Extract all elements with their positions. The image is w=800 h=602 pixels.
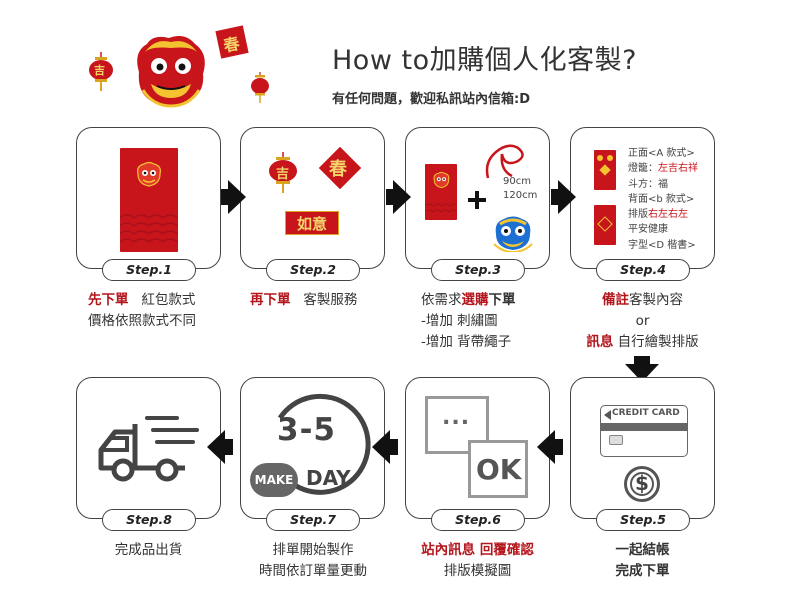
step7-line1: 排單開始製作	[272, 542, 354, 558]
spec-envelope-back	[594, 205, 616, 245]
envelope-back-icon	[597, 216, 613, 232]
embroidery-lion-icon	[493, 216, 533, 252]
envelope-lion-icon	[424, 171, 458, 213]
spec-lantern: 燈籠：左吉右祥	[628, 163, 698, 175]
tag-ruyi: 如意	[285, 211, 339, 235]
spec-text: 平安健康	[628, 224, 668, 236]
step1-line2: 價格依照款式不同	[88, 313, 196, 329]
step1-desc: 先下單 紅包款式 價格依照款式不同	[88, 290, 196, 332]
spec-envelope-front	[594, 150, 616, 190]
spring-char: 春	[221, 33, 242, 56]
envelope-front-icon	[597, 155, 613, 176]
card-chevron-icon	[604, 410, 611, 420]
step3-pill: Step.3	[431, 259, 525, 281]
step8-line1: 完成品出貨	[114, 542, 183, 558]
spec-back: 背面<b 款式>	[628, 193, 695, 205]
clock-circle-icon	[277, 393, 371, 495]
step1-text1: 紅包款式	[141, 292, 196, 308]
arrow-left-icon	[537, 430, 555, 464]
arrow-right-icon	[558, 180, 576, 214]
lion-head-icon	[137, 36, 205, 108]
tag-lantern-char: 吉	[276, 167, 290, 182]
rope-icon	[485, 144, 524, 179]
card-chip	[609, 435, 623, 445]
tag-spring-char: 春	[329, 159, 347, 180]
spec-layout: 排版右左右左	[628, 209, 688, 221]
decor-lantern-right	[250, 72, 270, 108]
step3-desc: 依需求選購下單 -增加 刺繡圖 -增加 背帶繩子	[421, 290, 516, 353]
step1-pill: Step.1	[102, 259, 196, 281]
page-subtitle: 有任何問題，歡迎私訊站內信箱:D	[332, 92, 530, 107]
rope-length-1: 90cm	[503, 176, 531, 187]
dollar-coin: $	[624, 466, 660, 502]
step2-red: 再下單	[250, 292, 291, 308]
lantern-icon	[89, 52, 113, 91]
step2-desc: 再下單 客製服務	[250, 290, 357, 311]
arrow-left-icon	[207, 430, 225, 464]
step7-line2: 時間依訂單量更動	[259, 563, 367, 579]
step6-line1: 站內訊息 回覆確認	[421, 542, 534, 558]
plus-icon	[468, 191, 486, 209]
step1-red: 先下單	[88, 292, 129, 308]
arrow-4-5-stem	[634, 356, 650, 365]
red-envelope	[119, 148, 179, 252]
page-title: How to加購個人化客製?	[332, 45, 637, 76]
tag-lantern: 吉	[268, 152, 298, 198]
arrow-right-icon	[228, 180, 246, 214]
make-badge: MAKE	[250, 463, 298, 497]
arrow-5-6-stem	[555, 439, 563, 455]
lantern-small-icon	[251, 72, 269, 103]
arrow-right-icon	[393, 180, 411, 214]
lantern-icon	[269, 152, 297, 193]
step6-desc: 站內訊息 回覆確認 排版模擬圖	[395, 540, 560, 582]
decor-lantern-left: 吉	[88, 52, 114, 96]
step5-line1: 一起結帳	[615, 542, 670, 558]
step5-desc: 一起結帳 完成下單	[570, 540, 715, 582]
step5-line2: 完成下單	[615, 563, 670, 579]
envelope-pattern-icon	[119, 161, 179, 243]
decor-lion-head	[133, 32, 209, 112]
step5-pill: Step.5	[596, 509, 690, 531]
spec-front: 正面<A 款式>	[628, 148, 695, 159]
chat-bubble-ok: OK	[468, 440, 528, 498]
spec-doufang: 斗方：福	[628, 178, 668, 190]
arrow-left-icon	[372, 430, 390, 464]
truck-icon	[98, 416, 199, 482]
red-envelope-small	[424, 164, 458, 220]
dollar-sign: $	[635, 471, 649, 495]
step2-pill: Step.2	[266, 259, 360, 281]
decor-spring-tag: 春	[215, 25, 249, 59]
step6-pill: Step.6	[431, 509, 525, 531]
step7-pill: Step.7	[266, 509, 360, 531]
step4-desc: 備註客製內容 or 訊息 自行繪製排版	[570, 290, 715, 353]
card-label: CREDIT CARD	[612, 408, 680, 418]
range-text: 3-5	[277, 412, 337, 448]
tag-ruyi-text: 如意	[296, 215, 327, 233]
arrow-7-8-stem	[225, 439, 233, 455]
arrow-3-4-stem	[551, 189, 559, 205]
step4-pill: Step.4	[596, 259, 690, 281]
day-text: DAY	[306, 466, 351, 490]
chat-bubble-dots: ...	[425, 396, 489, 454]
arrow-6-7-stem	[390, 439, 398, 455]
arrow-1-2-stem	[221, 189, 229, 205]
credit-card: CREDIT CARD	[600, 405, 688, 457]
card-stripe	[601, 423, 687, 431]
step2-box	[240, 127, 385, 269]
spec-list: 正面<A 款式> 燈籠：左吉右祥 斗方：福 背面<b 款式> 排版右左右左 平安…	[628, 146, 698, 253]
arrow-2-3-stem	[386, 189, 394, 205]
dots-text: ...	[442, 405, 471, 430]
step2-text1: 客製服務	[303, 292, 358, 308]
spec-font: 字型<D 楷書>	[628, 239, 696, 251]
lantern-char: 吉	[94, 64, 105, 77]
ok-text: OK	[476, 453, 522, 486]
step7-desc: 排單開始製作 時間依訂單量更動	[228, 540, 398, 582]
step8-desc: 完成品出貨	[76, 540, 221, 561]
step8-pill: Step.8	[102, 509, 196, 531]
step3-line2: -增加 刺繡圖	[421, 313, 498, 329]
step3-line3: -增加 背帶繩子	[421, 334, 512, 350]
step6-line2: 排版模擬圖	[443, 563, 512, 579]
rope-length-2: 120cm	[503, 190, 538, 201]
step4-or: or	[635, 313, 650, 329]
